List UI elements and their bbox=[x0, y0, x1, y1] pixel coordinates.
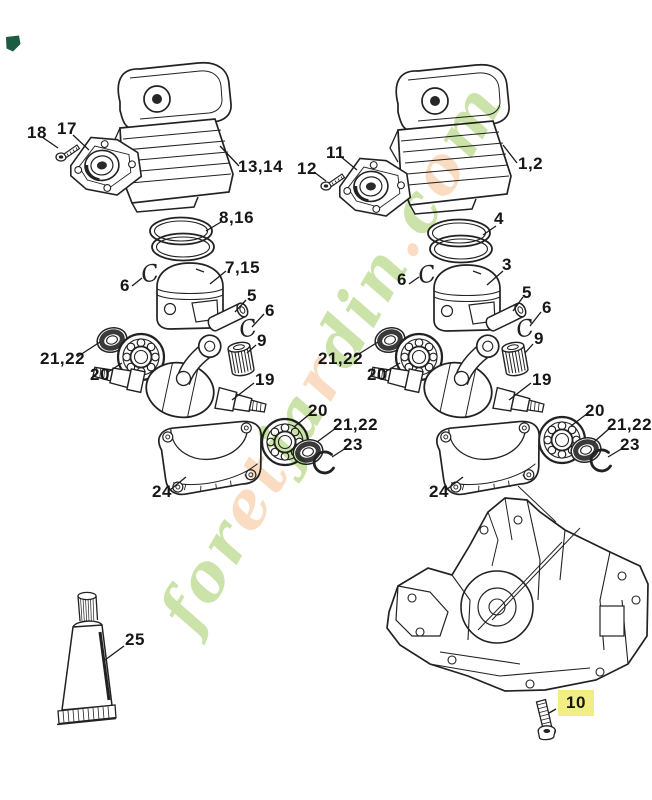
part-callout-20[interactable]: 20 bbox=[585, 401, 605, 420]
circlip-symbol: C bbox=[237, 315, 260, 344]
cylinder-assembly-right: C C bbox=[320, 63, 614, 498]
part-callout-5[interactable]: 5 bbox=[522, 283, 532, 302]
part-callout-6[interactable]: 6 bbox=[542, 298, 552, 317]
part-callout-13-14[interactable]: 13,14 bbox=[238, 157, 284, 176]
sealant-tube-drawing bbox=[56, 591, 117, 726]
part-callout-5[interactable]: 5 bbox=[247, 286, 257, 305]
cylinder-assembly-left: C C bbox=[55, 61, 337, 498]
part-callout-19[interactable]: 19 bbox=[532, 370, 552, 389]
part-callout-21-22[interactable]: 21,22 bbox=[607, 415, 652, 434]
part-callout-9[interactable]: 9 bbox=[534, 329, 544, 348]
part-callout-9[interactable]: 9 bbox=[257, 331, 267, 350]
part-callout-6[interactable]: 6 bbox=[265, 301, 275, 320]
part-callout-21-22[interactable]: 21,22 bbox=[40, 349, 86, 368]
part-callout-21-22[interactable]: 21,22 bbox=[333, 415, 379, 434]
circlip-symbol: C bbox=[139, 260, 162, 289]
crankcase-main-drawing bbox=[386, 485, 649, 692]
part-callout-7-15[interactable]: 7,15 bbox=[225, 258, 261, 277]
part-callout-3[interactable]: 3 bbox=[502, 255, 512, 274]
part-callout-19[interactable]: 19 bbox=[255, 370, 275, 389]
part-callout-20[interactable]: 20 bbox=[90, 365, 110, 384]
part-callout-4[interactable]: 4 bbox=[494, 209, 504, 228]
part-callout-6[interactable]: 6 bbox=[397, 270, 407, 289]
part-callout-20[interactable]: 20 bbox=[308, 401, 328, 420]
circlip-symbol: C bbox=[514, 315, 537, 344]
part-callout-24[interactable]: 24 bbox=[429, 482, 449, 501]
part-callout-18[interactable]: 18 bbox=[27, 123, 47, 142]
part-callout-10[interactable]: 10 bbox=[558, 690, 594, 716]
part-callout-23[interactable]: 23 bbox=[343, 435, 363, 454]
leader-lines bbox=[41, 134, 624, 714]
part-callout-23[interactable]: 23 bbox=[620, 435, 640, 454]
part-callout-1-2[interactable]: 1,2 bbox=[518, 154, 544, 173]
part-callout-17[interactable]: 17 bbox=[57, 119, 77, 138]
corner-mark bbox=[6, 35, 21, 52]
part-callout-20[interactable]: 20 bbox=[367, 365, 387, 384]
part-callout-8-16[interactable]: 8,16 bbox=[219, 208, 255, 227]
part-callout-12[interactable]: 12 bbox=[297, 159, 317, 178]
part-callout-6[interactable]: 6 bbox=[120, 276, 130, 295]
part-callout-21-22[interactable]: 21,22 bbox=[318, 349, 364, 368]
circlip-symbol: C bbox=[416, 261, 439, 290]
part-callout-11[interactable]: 11 bbox=[326, 143, 345, 162]
part-callout-24[interactable]: 24 bbox=[152, 482, 172, 501]
part-callout-25[interactable]: 25 bbox=[125, 630, 145, 649]
screw-10-drawing bbox=[535, 698, 557, 741]
